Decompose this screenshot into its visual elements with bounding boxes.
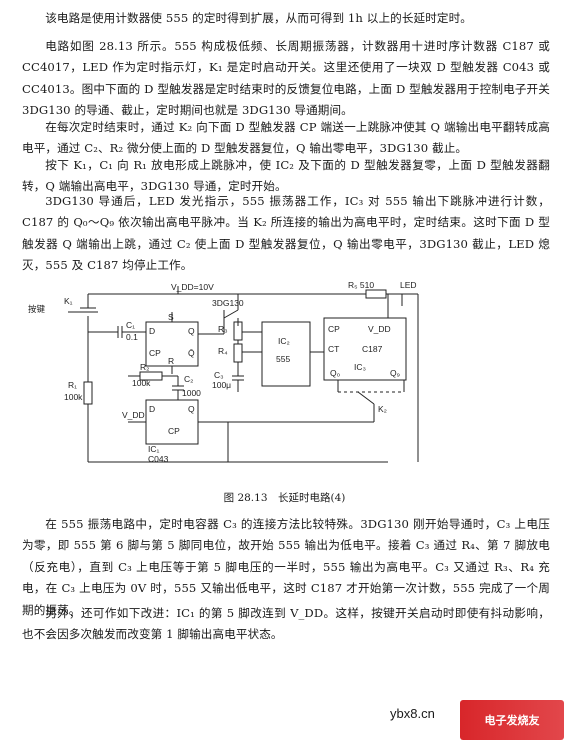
svg-text:V_DD: V_DD: [122, 410, 145, 420]
svg-text:C043: C043: [148, 454, 169, 464]
svg-text:CP: CP: [168, 426, 180, 436]
svg-text:R: R: [168, 356, 174, 366]
svg-text:R₂: R₂: [140, 362, 149, 372]
circuit-diagram: V_DD=10V K₁ 按键 C₁ 0.1 R₁ 100k D Q CP Q̄ …: [28, 282, 419, 464]
svg-text:CP: CP: [328, 324, 340, 334]
svg-text:Q̄: Q̄: [188, 348, 195, 358]
svg-text:IC₃: IC₃: [354, 362, 366, 372]
svg-text:555: 555: [276, 354, 290, 364]
svg-text:R₃: R₃: [218, 324, 228, 334]
svg-text:LED: LED: [400, 282, 417, 290]
svg-text:0.1: 0.1: [126, 332, 138, 342]
svg-text:C₂: C₂: [184, 374, 193, 384]
svg-text:R₅ 510: R₅ 510: [348, 282, 374, 290]
paragraph-timing-end: 在每次定时结束时，通过 K₂ 向下面 D 型触发器 CP 端送一上跳脉冲使其 Q…: [22, 120, 550, 156]
svg-text:D: D: [149, 326, 155, 336]
svg-text:C₁: C₁: [126, 320, 135, 330]
svg-text:Q: Q: [188, 404, 195, 414]
svg-text:CT: CT: [328, 344, 339, 354]
svg-text:IC₁: IC₁: [148, 444, 160, 454]
svg-text:按键: 按键: [28, 304, 46, 314]
figure-caption: 图 28.13 长延时电路(4): [223, 492, 346, 504]
svg-text:V_DD: V_DD: [368, 324, 391, 334]
svg-text:R₁: R₁: [68, 380, 77, 390]
svg-text:100k: 100k: [132, 378, 151, 388]
svg-text:100k: 100k: [64, 392, 83, 402]
paragraph-improvement: 另外，还可作如下改进：IC₁ 的第 5 脚改连到 V_DD。这样，按键开关启动时…: [22, 606, 550, 642]
svg-text:1000: 1000: [182, 388, 201, 398]
paragraph-intro: 该电路是使用计数器使 555 的定时得到扩展，从而可得到 1h 以上的长延时定时…: [45, 11, 473, 25]
paragraph-start: 按下 K₁，C₁ 向 R₁ 放电形成上跳脉冲，使 IC₂ 及下面的 D 型触发器…: [22, 158, 550, 194]
paragraph-circuit-description: 电路如图 28.13 所示。555 构成极低频、长周期振荡器，计数器用十进时序计…: [22, 39, 550, 118]
svg-text:Q₉: Q₉: [390, 368, 400, 378]
svg-text:S: S: [168, 312, 174, 322]
svg-text:C₃: C₃: [214, 370, 224, 380]
svg-text:V_DD=10V: V_DD=10V: [171, 282, 214, 292]
svg-text:100μ: 100μ: [212, 380, 231, 390]
paragraph-555-detail: 在 555 振荡电路中，定时电容器 C₃ 的连接方法比较特殊。3DG130 刚开…: [22, 517, 550, 617]
site-watermark: ybx8.cn: [390, 706, 435, 721]
svg-text:D: D: [149, 404, 155, 414]
svg-text:CP: CP: [149, 348, 161, 358]
svg-text:3DG130: 3DG130: [212, 298, 244, 308]
brand-stamp: 电子发烧友: [460, 700, 564, 740]
svg-text:R₄: R₄: [218, 346, 228, 356]
svg-text:Q: Q: [188, 326, 195, 336]
svg-text:C187: C187: [362, 344, 383, 354]
svg-text:Q₀: Q₀: [330, 368, 341, 378]
svg-text:K₁: K₁: [64, 296, 73, 306]
paragraph-operation: 3DG130 导通后，LED 发光指示，555 振荡器工作，IC₃ 对 555 …: [22, 194, 550, 273]
svg-text:IC₂: IC₂: [278, 336, 290, 346]
svg-text:K₂: K₂: [378, 404, 387, 414]
